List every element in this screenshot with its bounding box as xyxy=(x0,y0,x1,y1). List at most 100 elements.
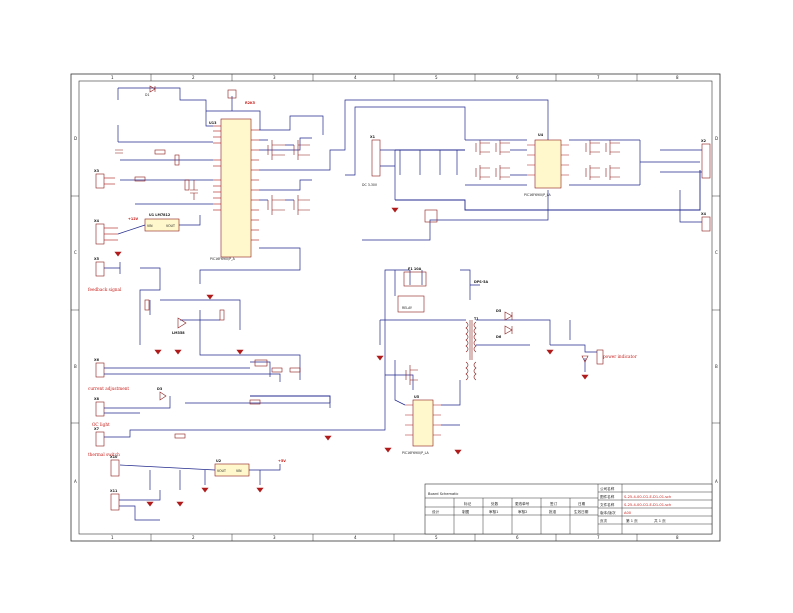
mcu-body xyxy=(220,118,252,258)
regulator-u2-vin: VIN xyxy=(236,469,242,473)
ground-symbols xyxy=(114,207,589,507)
zone-row-a-left: A xyxy=(74,479,77,484)
ntc-label: R2K5 xyxy=(245,101,256,105)
zone-col-6-top: 6 xyxy=(516,75,519,80)
zone-markers: 1 2 3 4 5 6 7 8 1 2 3 4 5 6 7 8 D C B A … xyxy=(71,74,720,541)
title-row-design: 设计 xyxy=(432,509,440,514)
connector-x6-label: X6 xyxy=(94,358,100,362)
title-header-1: 标记 xyxy=(464,501,472,506)
diode-d5-label: D5 xyxy=(496,309,502,313)
pwm-controller-ref: U5 xyxy=(414,395,420,399)
zone-row-b-right: B xyxy=(715,364,718,369)
dc-input-label: DC 3-30V xyxy=(362,183,378,187)
zone-col-5-top: 5 xyxy=(435,75,438,80)
title-header-2: 处数 xyxy=(491,501,499,506)
diode-d1-label: D1 xyxy=(145,93,149,97)
feedback-block: X5 feedback signal LM358 xyxy=(88,247,301,345)
title-header-5: 日期 xyxy=(578,501,586,506)
current-adjust-annotation: current adjustment xyxy=(88,386,129,391)
thermal-switch-annotation: thermal switch xyxy=(88,452,120,457)
title-row-review1: 审核1 xyxy=(489,509,498,514)
page-label: 页次 xyxy=(600,518,608,523)
connector-x11-label: X11 xyxy=(110,489,118,493)
bridge-fets-left xyxy=(465,139,527,186)
page-number: 第 1 页 xyxy=(626,518,638,523)
passives-left xyxy=(115,149,301,439)
sheet-border-inner xyxy=(78,80,713,535)
top-wiring xyxy=(117,87,549,205)
mcu-ref: U13 xyxy=(209,121,217,125)
fuse2-label: DPS-5A xyxy=(474,280,489,284)
title-row-effective: 生效日期 xyxy=(574,509,589,514)
connector-x4-label: X4 xyxy=(94,219,100,223)
bridge-driver-part: PIC16F690I/P_LA xyxy=(524,193,551,197)
output-diodes: D5 D6 xyxy=(496,309,513,339)
regulator-u2-label: U2 xyxy=(216,459,222,463)
bridge-driver-ref: U4 xyxy=(538,133,544,137)
title-block-note: Board Schematic xyxy=(428,492,459,496)
power-indicator-annotation: power indicator xyxy=(603,354,637,359)
title-row-approve: 批准 xyxy=(549,509,557,514)
zone-col-1-top: 1 xyxy=(111,75,114,80)
regulator-u1-vout: VOUT xyxy=(166,224,175,228)
title-header-3: 更改单号 xyxy=(515,501,530,506)
connector-x3: X3 xyxy=(94,169,115,189)
connector-x10-label: X10 xyxy=(110,455,118,459)
drawing-name-value: S-25-4-00-CG-E-D1-01.sch xyxy=(624,495,671,499)
diode-d1: D1 xyxy=(145,85,156,97)
connector-x3-label: X3 xyxy=(94,169,100,173)
pwm-controller-body xyxy=(412,399,434,447)
relay-label: RELAY xyxy=(402,306,412,310)
zone-col-8-top: 8 xyxy=(676,75,679,80)
bridge-driver: U4 PIC16F690I/P_LA xyxy=(524,133,569,197)
mcu-part: PIC16F690I/P_A xyxy=(210,257,236,261)
relay-block: RELAY F1 10A DPS-5A xyxy=(394,267,489,313)
zone-row-a-right: A xyxy=(715,479,718,484)
regulator-u1-label: U1 LM7812 xyxy=(149,213,171,217)
diode-d6-label: D6 xyxy=(496,335,502,339)
mosfet-stage-lower xyxy=(259,195,310,215)
zone-col-4-top: 4 xyxy=(354,75,357,80)
connector-x2-label: X2 xyxy=(701,139,707,143)
title-row-review2: 审核2 xyxy=(518,509,527,514)
zone-col-8-bottom: 8 xyxy=(676,535,679,540)
regulator-u1-vin: VIN xyxy=(147,224,153,228)
company-label: 公司名称 xyxy=(600,486,615,491)
regulator-u1: U1 LM7812 VIN VOUT +12V xyxy=(117,213,201,235)
connector-x4: X4 xyxy=(94,219,118,245)
zone-col-7-bottom: 7 xyxy=(597,535,600,540)
version-value: A00 xyxy=(624,511,632,515)
bridge-fets-right xyxy=(569,139,700,186)
bridge-driver-body xyxy=(534,139,562,189)
zone-row-d-right: D xyxy=(715,136,718,141)
current-adjust-block: X6 current adjustment xyxy=(88,340,301,391)
zone-col-6-bottom: 6 xyxy=(516,535,519,540)
zone-row-c-right: C xyxy=(715,250,718,255)
regulator-u2-vout: VOUT xyxy=(217,469,226,473)
page-total: 共 1 页 xyxy=(654,518,666,523)
title-row-draw: 制图 xyxy=(462,509,470,514)
connector-x10: X10 xyxy=(110,455,120,477)
zone-row-d-left: D xyxy=(74,136,77,141)
connector-x11: X11 xyxy=(110,489,161,521)
regulator-u1-rail: +12V xyxy=(128,217,139,221)
zone-row-b-left: B xyxy=(74,364,77,369)
connector-x1-label: X1 xyxy=(370,135,376,139)
connector-x4-right-label: X4 xyxy=(701,212,707,216)
regulator-u2-rail: +5V xyxy=(278,459,286,463)
regulator-u2: U2 VOUT VIN +5V xyxy=(119,459,286,490)
relay-top: R2K5 xyxy=(227,89,256,105)
fuse-label: F1 10A xyxy=(408,267,422,271)
connector-x4-right: X4 xyxy=(679,190,711,232)
zone-col-5-bottom: 5 xyxy=(435,535,438,540)
zone-col-2-bottom: 2 xyxy=(192,535,195,540)
diode-d3-label: D3 xyxy=(157,387,163,391)
feedback-annotation: feedback signal xyxy=(88,287,122,292)
zone-col-3-bottom: 3 xyxy=(273,535,276,540)
connector-x8-label: X8 xyxy=(94,397,100,401)
zone-col-2-top: 2 xyxy=(192,75,195,80)
file-name-label: 文件名称 xyxy=(600,502,615,507)
opamp-label: LM358 xyxy=(172,331,185,335)
zone-col-7-top: 7 xyxy=(597,75,600,80)
